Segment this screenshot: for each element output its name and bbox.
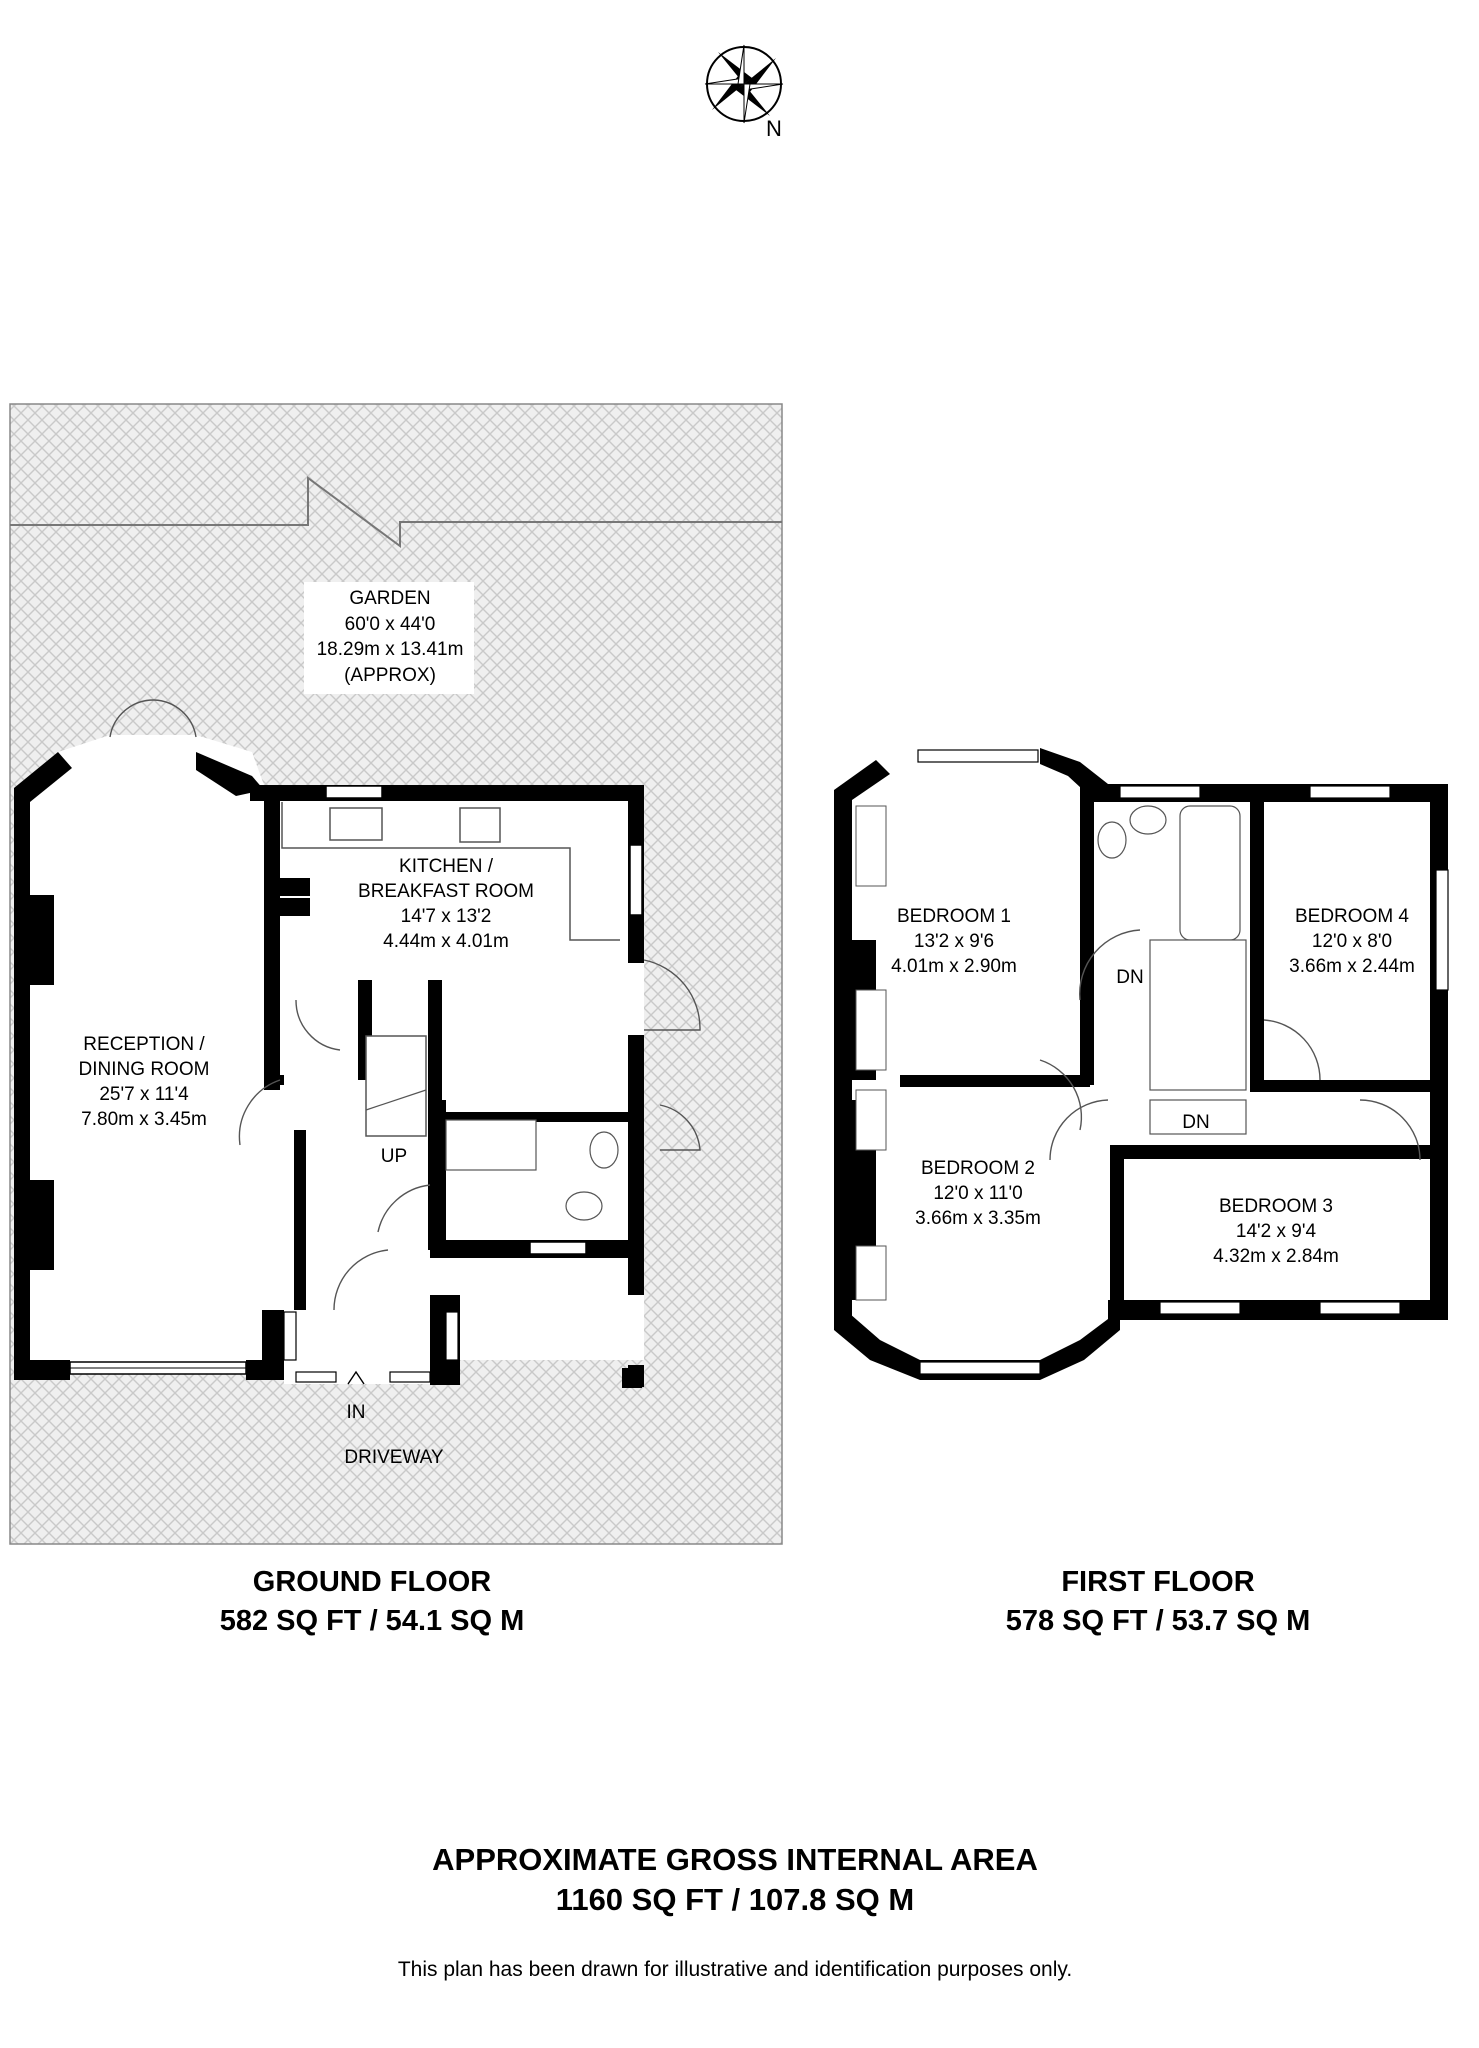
- bedroom3-name: BEDROOM 3: [1219, 1196, 1333, 1217]
- garden-name: GARDEN: [349, 588, 430, 609]
- bedroom2-imperial: 12'0 x 11'0: [933, 1183, 1022, 1204]
- reception-name-2: DINING ROOM: [79, 1059, 210, 1080]
- driveway-label: DRIVEWAY: [344, 1447, 444, 1468]
- garden-imperial: 60'0 x 44'0: [345, 614, 436, 635]
- first-floor-house: [834, 748, 1449, 1380]
- ground-floor-area: 582 SQ FT / 54.1 SQ M: [220, 1605, 525, 1637]
- bedroom1-name: BEDROOM 1: [897, 906, 1011, 927]
- ground-floor-title: GROUND FLOOR: [253, 1566, 491, 1598]
- reception-metric: 7.80m x 3.45m: [81, 1109, 207, 1130]
- first-floor-title: FIRST FLOOR: [1061, 1566, 1254, 1598]
- bedroom3-metric: 4.32m x 2.84m: [1213, 1246, 1339, 1267]
- bedroom3-imperial: 14'2 x 9'4: [1236, 1221, 1317, 1242]
- kitchen-name-2: BREAKFAST ROOM: [358, 881, 534, 902]
- compass-icon: [704, 44, 784, 124]
- kitchen-name-1: KITCHEN /: [399, 856, 494, 877]
- bedroom2-metric: 3.66m x 3.35m: [915, 1208, 1041, 1229]
- entrance-label: IN: [347, 1402, 366, 1423]
- kitchen-imperial: 14'7 x 13'2: [401, 906, 492, 927]
- bedroom1-metric: 4.01m x 2.90m: [891, 956, 1017, 977]
- gia-heading: APPROXIMATE GROSS INTERNAL AREA: [432, 1842, 1038, 1877]
- kitchen-metric: 4.44m x 4.01m: [383, 931, 509, 952]
- disclaimer-text: This plan has been drawn for illustrativ…: [398, 1958, 1072, 1981]
- garden-note: (APPROX): [344, 665, 436, 686]
- bedroom4-name: BEDROOM 4: [1295, 906, 1409, 927]
- entrance-arrow-icon: [347, 1370, 365, 1385]
- garden-metric: 18.29m x 13.41m: [317, 639, 464, 660]
- bedroom4-imperial: 12'0 x 8'0: [1312, 931, 1392, 952]
- reception-name-1: RECEPTION /: [83, 1034, 205, 1055]
- reception-imperial: 25'7 x 11'4: [99, 1084, 189, 1105]
- north-label: N: [766, 116, 782, 141]
- bedroom4-metric: 3.66m x 2.44m: [1289, 956, 1415, 977]
- first-floor-area: 578 SQ FT / 53.7 SQ M: [1006, 1605, 1311, 1637]
- gia-total: 1160 SQ FT / 107.8 SQ M: [556, 1882, 914, 1917]
- stairs-down-label-2: DN: [1182, 1112, 1209, 1133]
- stairs-up-label: UP: [381, 1146, 407, 1167]
- stairs-down-label-1: DN: [1116, 967, 1143, 988]
- ground-floor-house: [14, 699, 701, 1388]
- bedroom1-imperial: 13'2 x 9'6: [914, 931, 994, 952]
- bedroom2-name: BEDROOM 2: [921, 1158, 1035, 1179]
